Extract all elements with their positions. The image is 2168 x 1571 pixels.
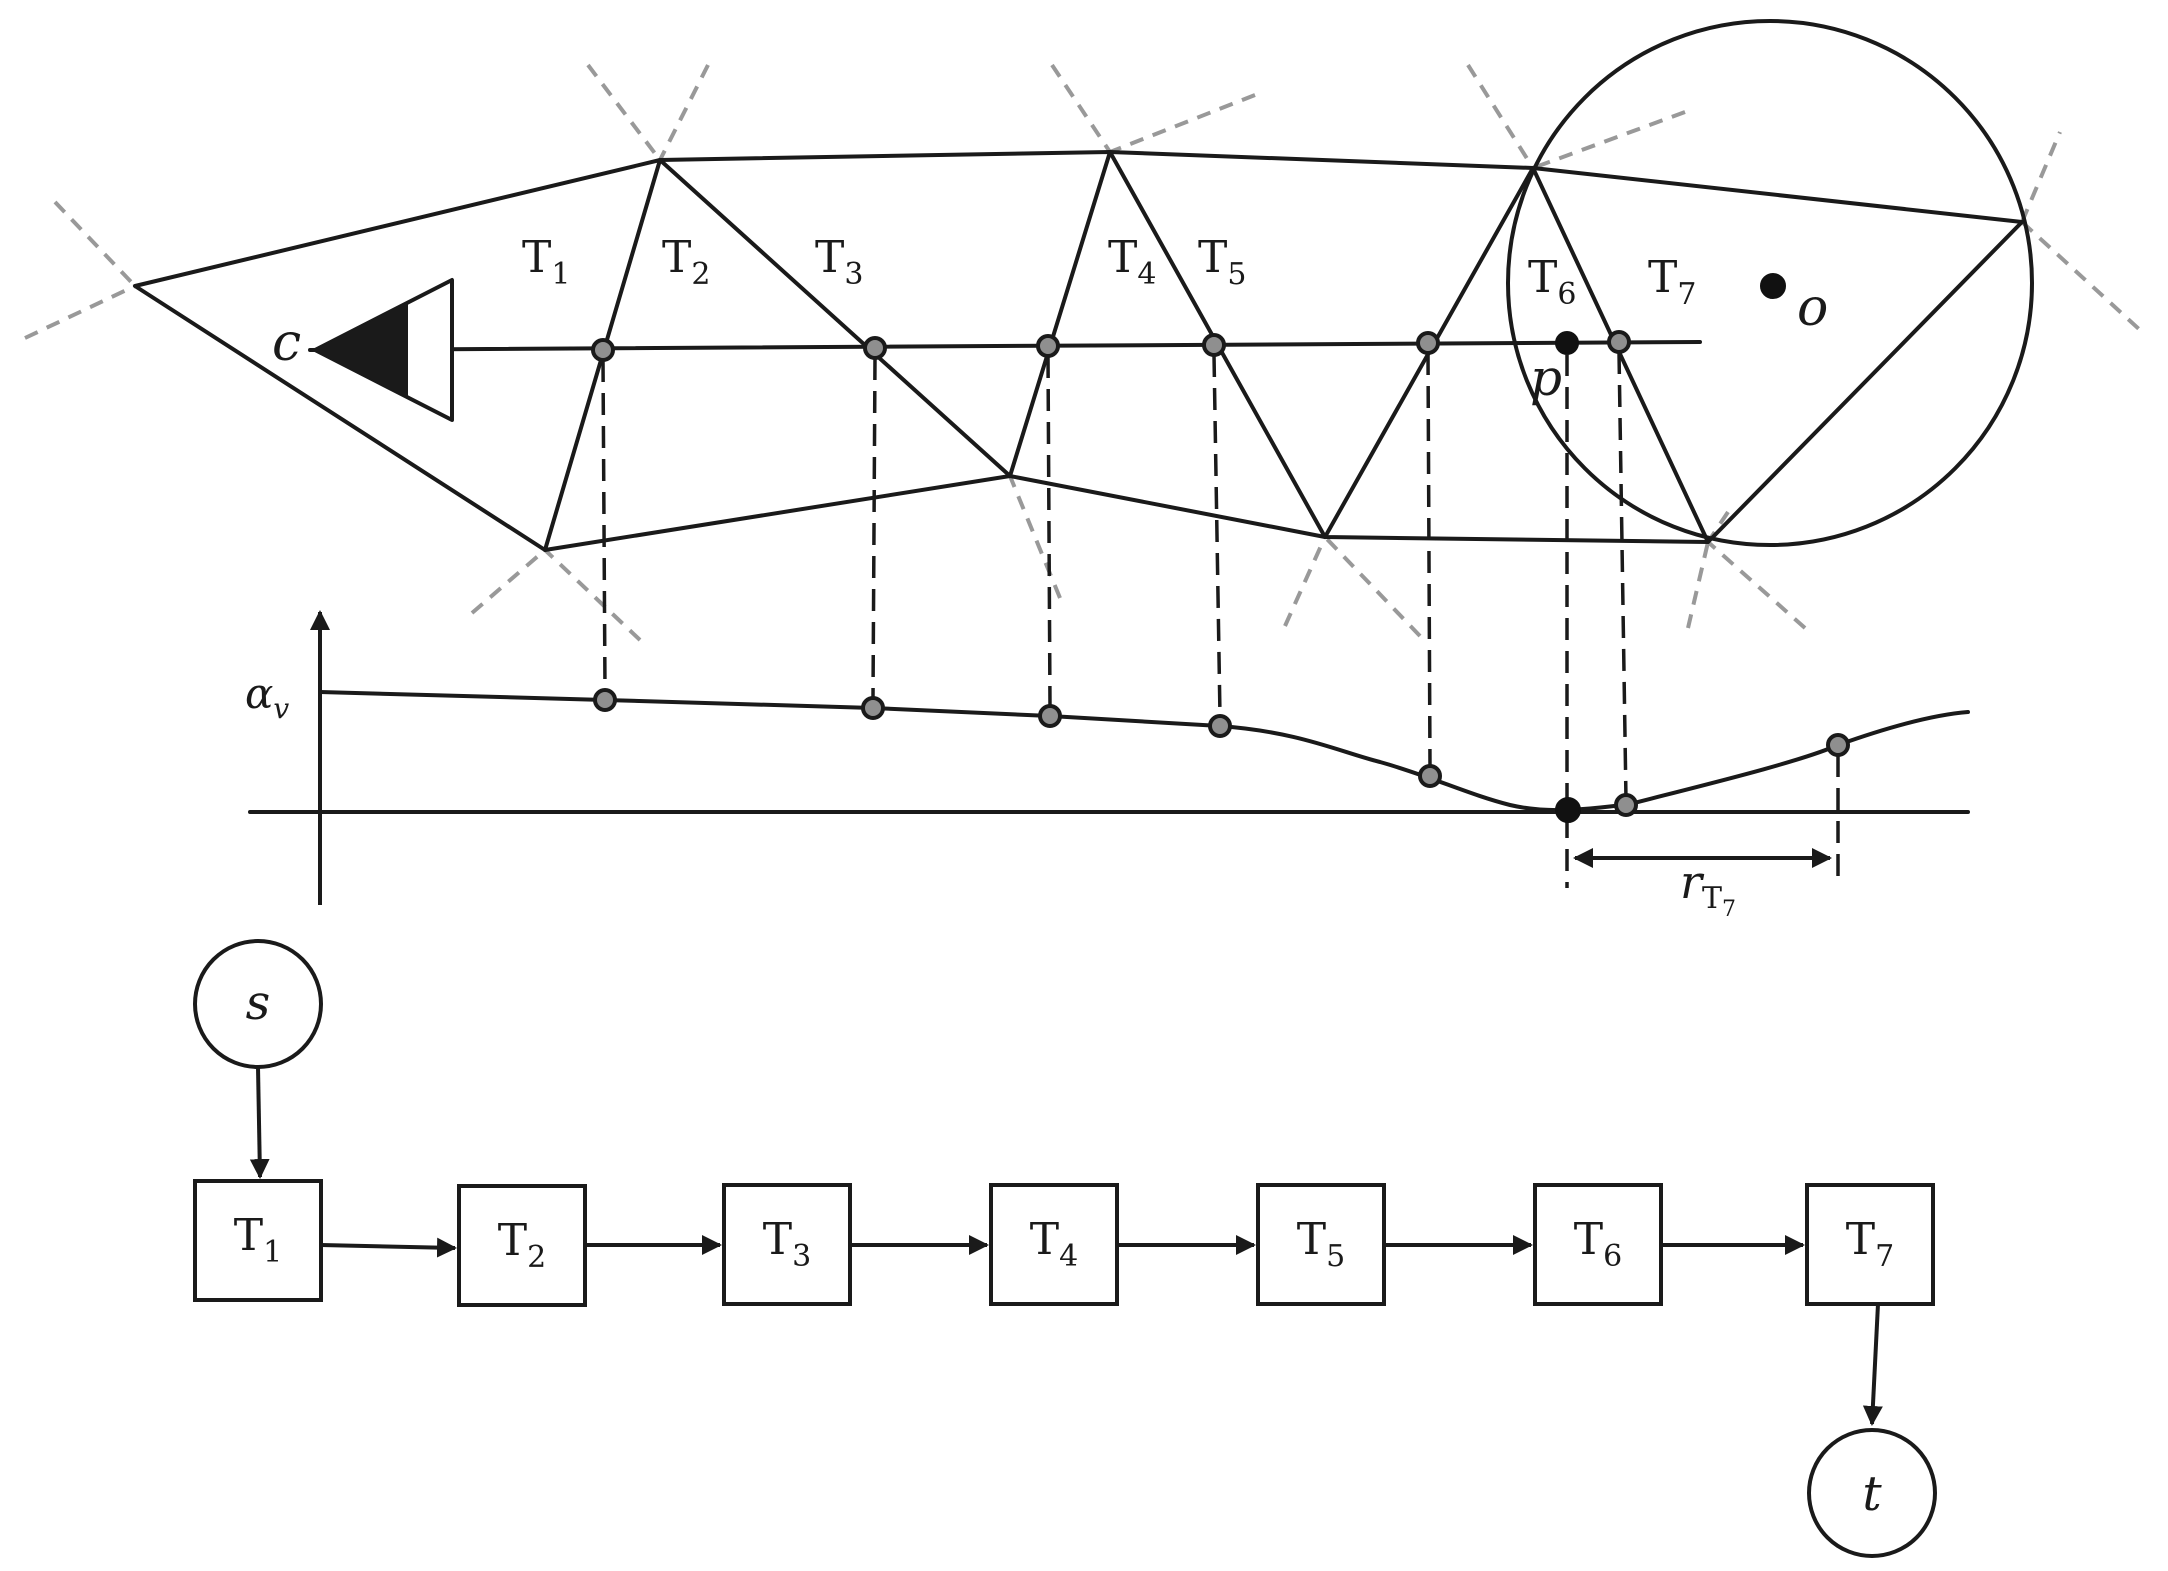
chain-node-label: T4 — [1030, 1214, 1078, 1274]
radius-label: rT7 — [1680, 855, 1736, 922]
chain-node-label: T6 — [1574, 1214, 1622, 1274]
target-node — [1807, 1428, 1937, 1558]
triangle-label: T7 — [1648, 252, 1696, 312]
projected-points — [593, 688, 1850, 817]
chain-node — [989, 1183, 1119, 1306]
circumcenter-label: o — [1797, 278, 1828, 338]
chain-node — [1533, 1183, 1663, 1306]
y-axis-label: αv — [245, 669, 289, 725]
triangle-labels: T1 T2 T3 T4 T5 T6 T7 — [522, 232, 1696, 312]
point-p-projection — [1555, 797, 1581, 823]
target-label: t — [1862, 1466, 1882, 1522]
chain-graph: s T1 T2 T3 T4 T5 T6 T7 t — [193, 939, 1937, 1558]
triangle-label: T4 — [1108, 232, 1156, 292]
chain-node-label: T5 — [1297, 1214, 1345, 1274]
triangle-label: T6 — [1528, 252, 1576, 312]
point-p-label: p — [1530, 349, 1562, 407]
source-label: s — [246, 975, 271, 1031]
camera-label: c — [272, 313, 301, 373]
chain-node — [457, 1184, 587, 1307]
triangle-label: T2 — [662, 232, 710, 292]
alpha-graph: αv rT7 — [245, 351, 1970, 922]
chain-node — [1805, 1183, 1935, 1306]
triangulation-mesh: c p o T1 T2 T3 T4 T5 T6 T7 — [24, 19, 2142, 642]
chain-node-label: T3 — [763, 1214, 811, 1274]
circumcenter-point — [1760, 273, 1786, 299]
projection-lines — [601, 351, 1840, 888]
circumcircle — [1506, 19, 2034, 547]
triangle-label: T5 — [1198, 232, 1246, 292]
triangle-label: T1 — [522, 232, 570, 292]
alpha-curve — [318, 690, 1970, 813]
triangle-label: T3 — [815, 232, 863, 292]
chain-node-label: T2 — [498, 1215, 546, 1275]
chain-node — [193, 1179, 323, 1302]
vertex-rays — [24, 63, 2142, 642]
chain-node-label: T7 — [1846, 1214, 1894, 1274]
corridor-boundary — [133, 150, 2024, 552]
chain-node-label: T1 — [234, 1210, 282, 1270]
camera-icon — [313, 278, 454, 422]
chain-node — [722, 1183, 852, 1306]
sightline — [308, 340, 1702, 352]
